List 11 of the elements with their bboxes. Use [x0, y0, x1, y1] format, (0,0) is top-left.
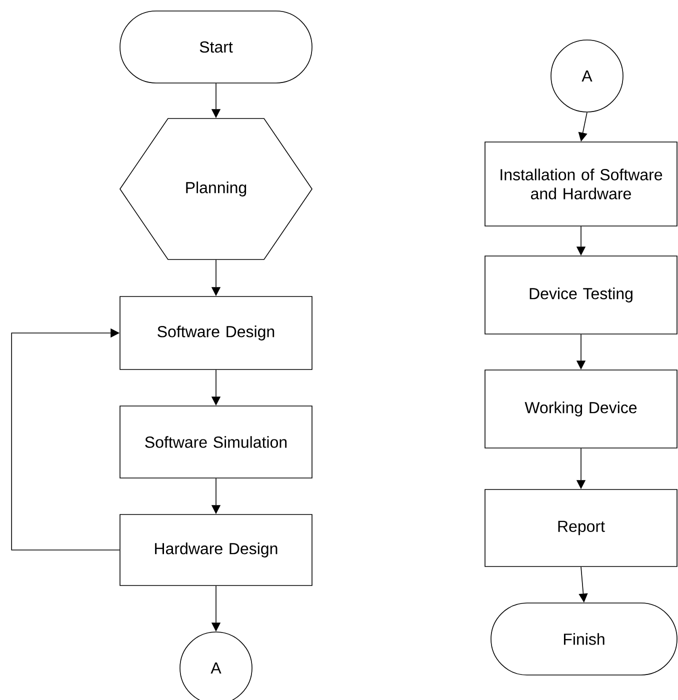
process-box: Report [484, 489, 678, 567]
process-box: Hardware Design [120, 514, 312, 586]
process-box: Working Device [484, 370, 678, 448]
process-box: Software Design [120, 296, 312, 370]
process-box: Software Simulation [120, 406, 312, 478]
terminal-box: Finish [490, 602, 678, 676]
terminal-box: Start [120, 10, 312, 84]
arrow [11, 328, 120, 550]
preparation-hexagon: Planning [120, 118, 312, 260]
process-box: Installation of Software and Hardware [484, 142, 678, 226]
process-box: Device Testing [484, 256, 678, 334]
